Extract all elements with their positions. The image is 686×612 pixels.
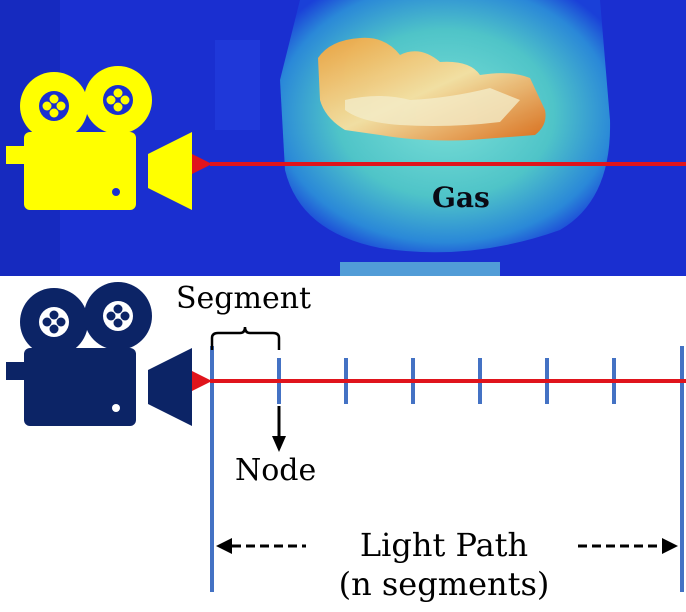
top-video-camera-icon <box>6 66 192 210</box>
light-path-right-arrow <box>578 538 678 554</box>
segment-label: Segment <box>176 281 311 316</box>
light-path-left-arrow <box>216 538 306 554</box>
node-arrow-head <box>272 436 286 452</box>
segment-brace <box>210 326 281 350</box>
gas-label: Gas <box>432 181 490 214</box>
thermal-image-panel <box>0 0 686 276</box>
hot-spot <box>318 37 546 141</box>
light-path-label: Light Path <box>360 526 528 564</box>
bottom-video-camera-icon <box>6 282 192 426</box>
n-segments-label: (n segments) <box>339 565 550 603</box>
node-label: Node <box>235 453 316 488</box>
